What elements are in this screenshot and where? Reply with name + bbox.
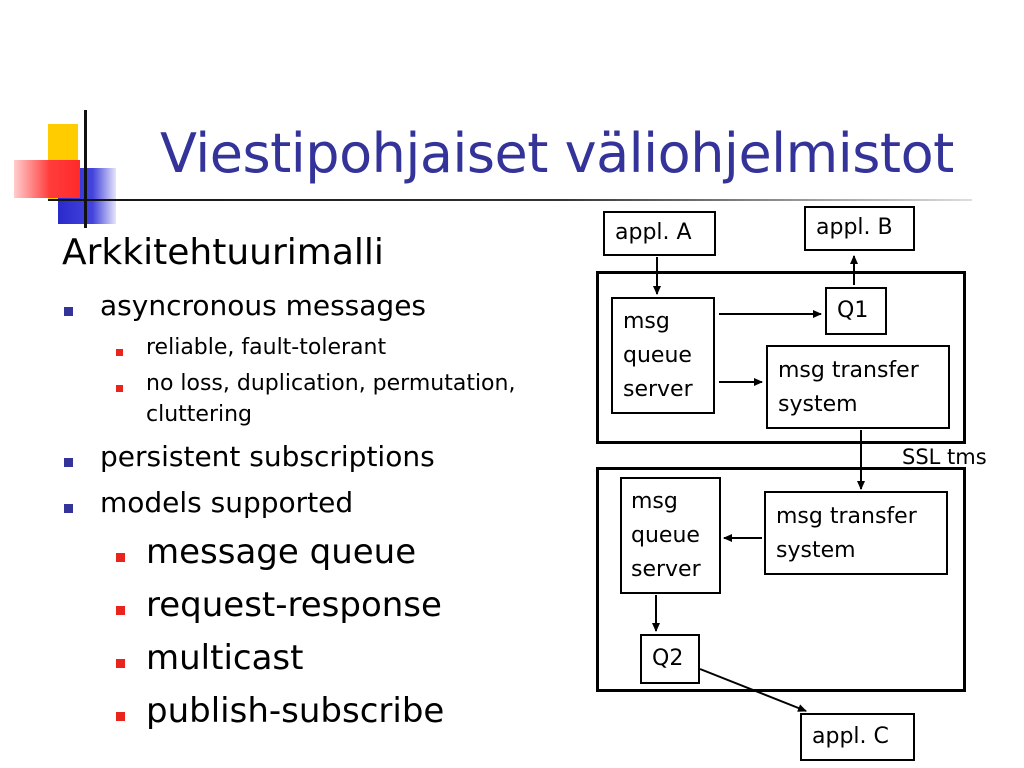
slide-title: Viestipohjaiset väliohjelmistot <box>160 122 954 185</box>
node-bottom-container <box>596 467 966 692</box>
server-label-line3: server <box>623 377 693 402</box>
msg-queue-server-top: msg queue server <box>611 297 715 414</box>
sub-bullet-marker <box>116 553 125 562</box>
q2-label: Q2 <box>652 646 684 671</box>
msg-transfer-system-top: msg transfer system <box>766 345 950 429</box>
sub-bullet-marker <box>116 349 123 356</box>
sub-bullet-marker <box>116 659 125 668</box>
title-divider <box>48 199 972 201</box>
transfer-label-line2: system <box>778 392 858 417</box>
model-request-response: request-response <box>146 585 442 625</box>
appl-b-label: appl. B <box>816 215 893 240</box>
sub-bullet-marker <box>116 606 125 615</box>
appl-b-box: appl. B <box>804 206 915 251</box>
q1-label: Q1 <box>837 298 869 323</box>
model-message-queue: message queue <box>146 532 417 572</box>
decor-red-square <box>14 160 80 198</box>
queue-q2-box: Q2 <box>640 634 700 684</box>
node-top-container <box>596 271 966 444</box>
server-label-line1: msg <box>631 489 678 514</box>
section-heading: Arkkitehtuurimalli <box>62 232 384 273</box>
sub-bullet-no-loss-cont: cluttering <box>146 402 253 427</box>
server-label-line2: queue <box>631 523 700 548</box>
appl-a-label: appl. A <box>615 220 692 245</box>
sub-bullet-marker <box>116 385 123 392</box>
decor-vertical-line <box>84 110 87 228</box>
sub-bullet-no-loss: no loss, duplication, permutation, <box>146 371 516 396</box>
sub-bullet-reliable: reliable, fault-tolerant <box>146 335 387 360</box>
bullet-persistent: persistent subscriptions <box>100 440 435 473</box>
bullet-models: models supported <box>100 486 354 519</box>
queue-q1-box: Q1 <box>825 287 887 335</box>
model-publish-subscribe: publish-subscribe <box>146 691 445 731</box>
transfer-label-line1: msg transfer <box>776 504 917 529</box>
server-label-line2: queue <box>623 343 692 368</box>
transfer-label-line1: msg transfer <box>778 358 919 383</box>
server-label-line1: msg <box>623 309 670 334</box>
bullet-async: asyncronous messages <box>100 289 427 322</box>
appl-a-box: appl. A <box>603 211 716 256</box>
arrow-q2-to-appl-c <box>699 668 807 712</box>
server-label-line3: server <box>631 557 701 582</box>
msg-transfer-system-bottom: msg transfer system <box>764 491 948 575</box>
bullet-marker <box>64 307 73 316</box>
msg-queue-server-bottom: msg queue server <box>620 477 721 594</box>
ssl-link-label: SSL tms <box>902 445 987 469</box>
bullet-marker <box>64 458 73 467</box>
appl-c-box: appl. C <box>800 713 915 761</box>
sub-bullet-marker <box>116 712 125 721</box>
bullet-marker <box>64 504 73 513</box>
appl-c-label: appl. C <box>812 724 889 749</box>
model-multicast: multicast <box>146 638 304 678</box>
transfer-label-line2: system <box>776 538 856 563</box>
